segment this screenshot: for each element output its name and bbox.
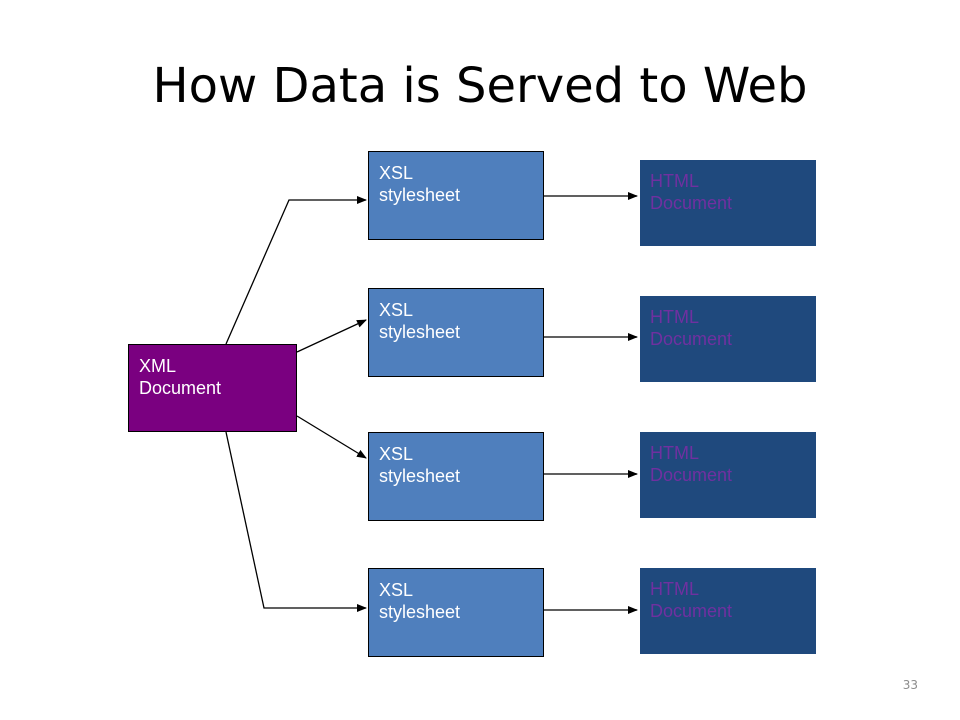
html-document-box-3: HTML Document — [640, 432, 816, 518]
xsl-stylesheet-box-1: XSL stylesheet — [368, 151, 544, 240]
xsl-stylesheet-box-3: XSL stylesheet — [368, 432, 544, 521]
xsl-box-2-line1: XSL — [379, 300, 414, 320]
xsl-stylesheet-box-2: XSL stylesheet — [368, 288, 544, 377]
html-box-2-line2: Document — [650, 329, 733, 349]
page-number: 33 — [902, 678, 918, 692]
html-box-3-line2: Document — [650, 465, 733, 485]
html-box-3-line1: HTML — [650, 443, 699, 463]
connector-xml-to-xsl-1 — [225, 196, 367, 345]
xsl-box-1-line1: XSL — [379, 163, 414, 183]
xsl-box-3-line2: stylesheet — [379, 466, 461, 486]
html-document-box-2: HTML Document — [640, 296, 816, 382]
html-box-1-line1: HTML — [650, 171, 699, 191]
html-box-2-line1: HTML — [650, 307, 699, 327]
html-document-box-4: HTML Document — [640, 568, 816, 654]
html-box-4-line1: HTML — [650, 579, 699, 599]
xsl-box-1-line2: stylesheet — [379, 185, 461, 205]
html-box-4-line2: Document — [650, 601, 733, 621]
connector-xml-to-xsl-4 — [225, 431, 367, 612]
html-box-1-line2: Document — [650, 193, 733, 213]
slide-title: How Data is Served to Web — [152, 58, 808, 114]
xml-document-box: XML Document — [128, 344, 297, 432]
xsl-stylesheet-box-4: XSL stylesheet — [368, 568, 544, 657]
xsl-box-4-line1: XSL — [379, 580, 414, 600]
xml-box-line2: Document — [139, 378, 222, 398]
html-document-box-1: HTML Document — [640, 160, 816, 246]
xml-box-line1: XML — [139, 356, 177, 376]
xsl-box-2-line2: stylesheet — [379, 322, 461, 342]
connector-xml-to-xsl-2 — [296, 319, 367, 353]
xsl-box-3-line1: XSL — [379, 444, 414, 464]
xsl-box-4-line2: stylesheet — [379, 602, 461, 622]
connector-xml-to-xsl-3 — [296, 415, 367, 459]
